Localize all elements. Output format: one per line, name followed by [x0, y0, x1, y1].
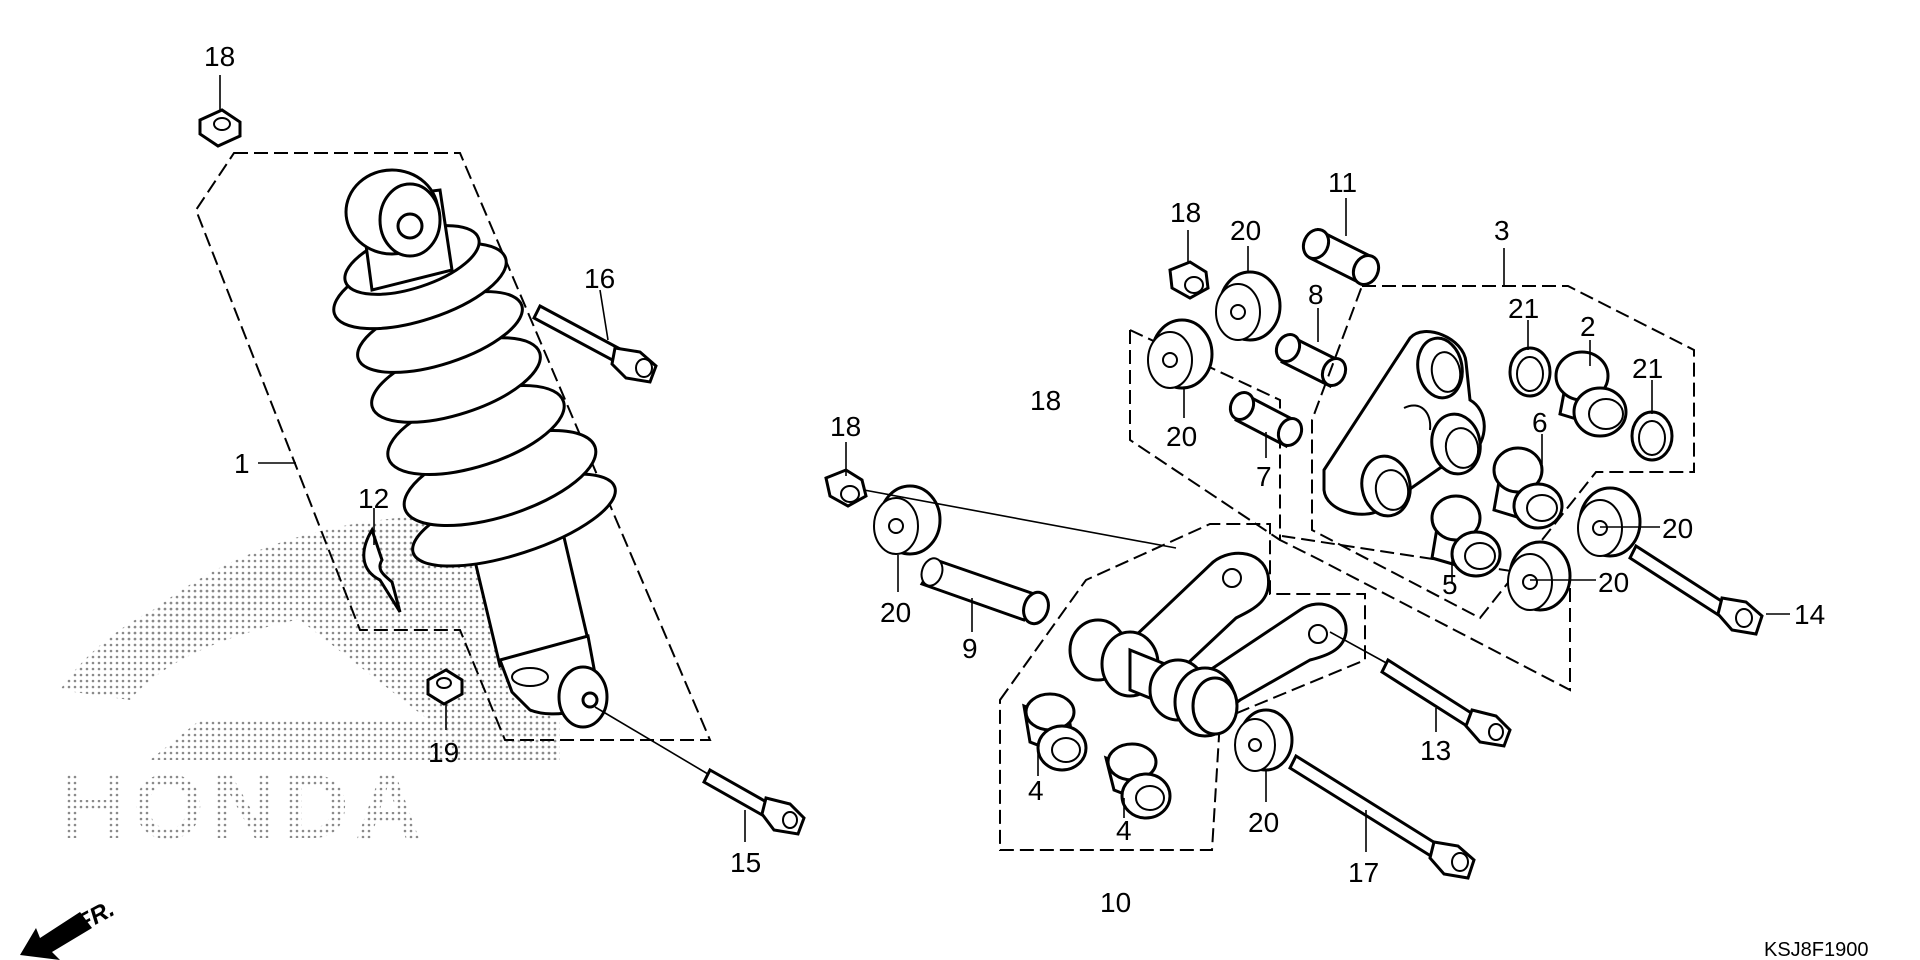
front-direction-arrow: FR. [20, 895, 119, 960]
callout-16: 16 [584, 263, 615, 294]
callout-10: 10 [1100, 887, 1131, 918]
bolt-14 [1628, 543, 1764, 636]
bushing-2 [1554, 350, 1628, 438]
bushing-8 [1274, 332, 1348, 389]
callout-5: 5 [1442, 569, 1458, 600]
bushing-11 [1301, 227, 1381, 287]
bushing-5 [1430, 494, 1502, 578]
callout-7: 7 [1256, 461, 1272, 492]
bushing-7 [1228, 390, 1304, 449]
flange-nut-18-upper [1168, 260, 1210, 300]
callout-20-left: 20 [880, 597, 911, 628]
callout-9: 9 [962, 633, 978, 664]
bushing-4-left [1022, 692, 1088, 772]
bolt-15 [594, 706, 806, 836]
callout-4-left: 4 [1028, 775, 1044, 806]
shock-arm-10 [1068, 551, 1348, 738]
cushion-connecting-rod-3 [1322, 330, 1486, 518]
dust-seal-20-upper-right [1215, 270, 1282, 342]
callout-18-mid: 18 [1030, 385, 1061, 416]
callout-20-right-lower: 20 [1598, 567, 1629, 598]
callout-21-right: 21 [1632, 353, 1663, 384]
callout-19: 19 [428, 737, 459, 768]
nut-19 [426, 668, 464, 706]
callout-6: 6 [1532, 407, 1548, 438]
bolt-16 [532, 303, 658, 384]
callout-20-upper-left: 20 [1166, 421, 1197, 452]
oil-seal-21-right [1630, 410, 1674, 462]
callout-11: 11 [1328, 167, 1357, 198]
bushing-6 [1492, 446, 1564, 530]
callout-labels: 18 1 12 16 19 15 18 20 9 18 4 4 10 20 17… [204, 41, 1825, 918]
callout-15: 15 [730, 847, 761, 878]
callout-18-upper: 18 [1170, 197, 1201, 228]
oil-seal-21-left [1508, 346, 1552, 398]
callout-18-left: 18 [830, 411, 861, 442]
callout-1: 1 [234, 448, 250, 479]
dust-seal-20-right-lower [1507, 540, 1572, 612]
link-group-outline-left [1129, 330, 1281, 541]
callout-20-upper: 20 [1230, 215, 1261, 246]
callout-12: 12 [358, 483, 389, 514]
pivot-pipe-9 [919, 557, 1050, 626]
callout-18-top: 18 [204, 41, 235, 72]
flange-nut-18-mid [824, 468, 868, 508]
callout-14: 14 [1794, 599, 1825, 630]
callout-21-left: 21 [1508, 293, 1539, 324]
callout-13: 13 [1420, 735, 1451, 766]
callout-20-right-upper: 20 [1662, 513, 1693, 544]
callout-3: 3 [1494, 215, 1510, 246]
callout-8: 8 [1308, 279, 1324, 310]
shock-arm-group-outline [999, 523, 1366, 851]
bolt-17 [1288, 753, 1476, 880]
bolt-13 [1329, 631, 1512, 748]
honda-watermark-text: HONDA [60, 756, 427, 858]
dust-seal-20-left [873, 484, 942, 556]
clip-12 [362, 526, 402, 613]
callout-2: 2 [1580, 311, 1596, 342]
bushing-4-right [1103, 742, 1172, 820]
callout-20-bottom: 20 [1248, 807, 1279, 838]
dust-seal-20-bottom [1234, 708, 1294, 772]
dust-seal-20-upper-left [1147, 318, 1214, 390]
callout-17: 17 [1348, 857, 1379, 888]
flange-nut-18-top [198, 108, 242, 148]
callout-4-right: 4 [1116, 815, 1132, 846]
connecting-rod-group-outline [1311, 285, 1695, 620]
dust-seal-20-right-upper [1577, 486, 1642, 558]
rear-shock-absorber [332, 168, 617, 729]
diagram-code: KSJ8F1900 [1764, 939, 1869, 960]
